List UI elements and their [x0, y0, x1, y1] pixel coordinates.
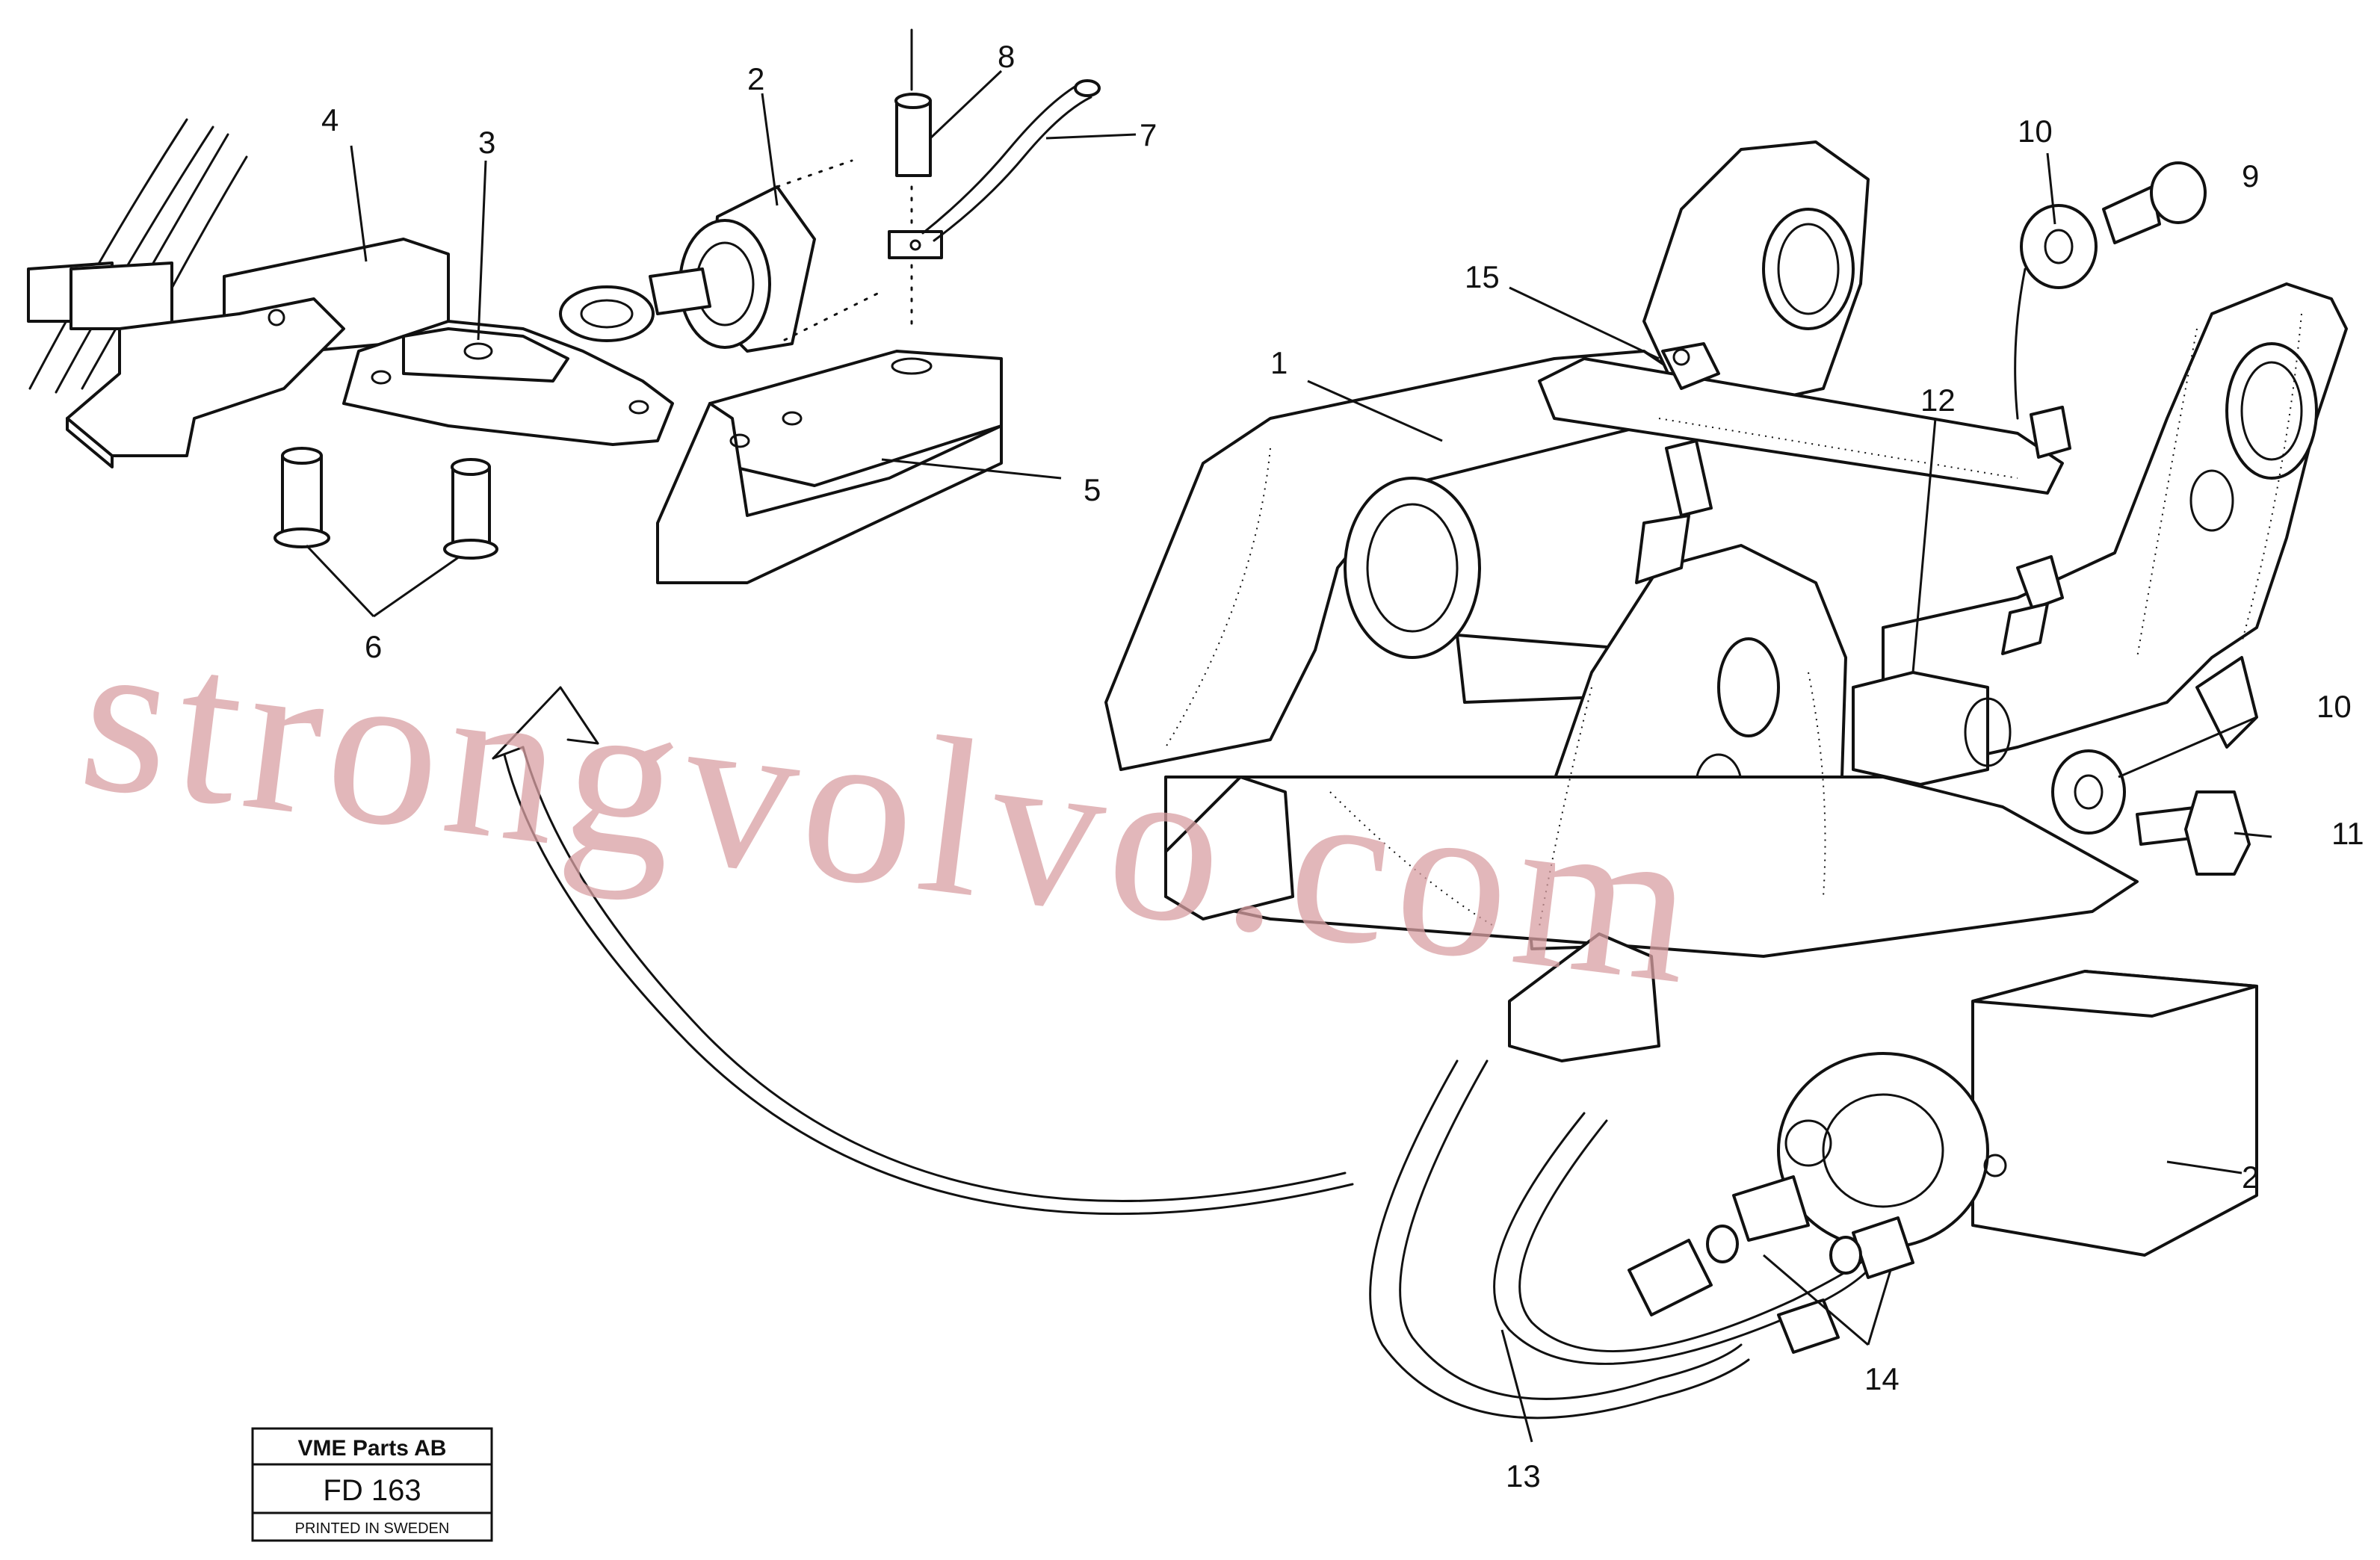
callout-3: 3: [478, 125, 495, 160]
part-8-bushing: [894, 28, 932, 330]
callout-15: 15: [1465, 259, 1500, 294]
callout-2-lower: 2: [2242, 1160, 2259, 1195]
callout-2-upper: 2: [747, 61, 764, 96]
callout-4: 4: [321, 102, 339, 137]
part-6-pins: [273, 447, 498, 560]
callout-labels: 1 2 2 3 4 5 6 7 8 9 10 10 11 12 13 14 15: [321, 39, 2364, 1494]
callout-10-upper: 10: [2018, 114, 2053, 149]
part-14-hose-fittings: [1628, 1175, 1914, 1354]
title-block-company: VME Parts AB: [298, 1436, 447, 1461]
callout-9: 9: [2242, 158, 2259, 194]
leader-lines: [305, 69, 2272, 1443]
callout-1: 1: [1270, 345, 1288, 380]
callout-5: 5: [1084, 472, 1101, 507]
callout-8: 8: [998, 39, 1015, 74]
title-block: VME Parts AB FD 163 PRINTED IN SWEDEN: [251, 1427, 493, 1542]
callout-7: 7: [1140, 117, 1157, 152]
callout-6: 6: [365, 629, 382, 664]
part-7-hose: [888, 79, 1101, 259]
callout-10-lower: 10: [2316, 689, 2352, 724]
part-11-bolt: [2136, 790, 2251, 876]
boom-tip-fragment: [27, 118, 248, 394]
title-block-code: FD 163: [323, 1474, 421, 1507]
part-4-latch-bracket: [66, 238, 450, 468]
part-9-bolt: [2102, 161, 2207, 244]
part-2-cylinder-lower: [1777, 970, 2258, 1257]
part-5-latch-block: [656, 350, 1003, 584]
callout-11: 11: [2331, 816, 2364, 851]
part-10-washer-upper: [2014, 204, 2098, 420]
part-2-hydraulic-cylinder: [559, 159, 883, 353]
part-10-washer-lower: [2051, 749, 2126, 835]
part-3-latch-plate: [342, 320, 674, 446]
callout-14: 14: [1864, 1361, 1900, 1396]
part-15-elbow-fitting: [1635, 342, 1720, 584]
title-block-printed: PRINTED IN SWEDEN: [295, 1520, 450, 1537]
part-12-fitting: [2001, 406, 2071, 655]
callout-13: 13: [1506, 1458, 1541, 1494]
callout-12: 12: [1920, 383, 1956, 418]
curved-arrow: [492, 686, 1354, 1216]
